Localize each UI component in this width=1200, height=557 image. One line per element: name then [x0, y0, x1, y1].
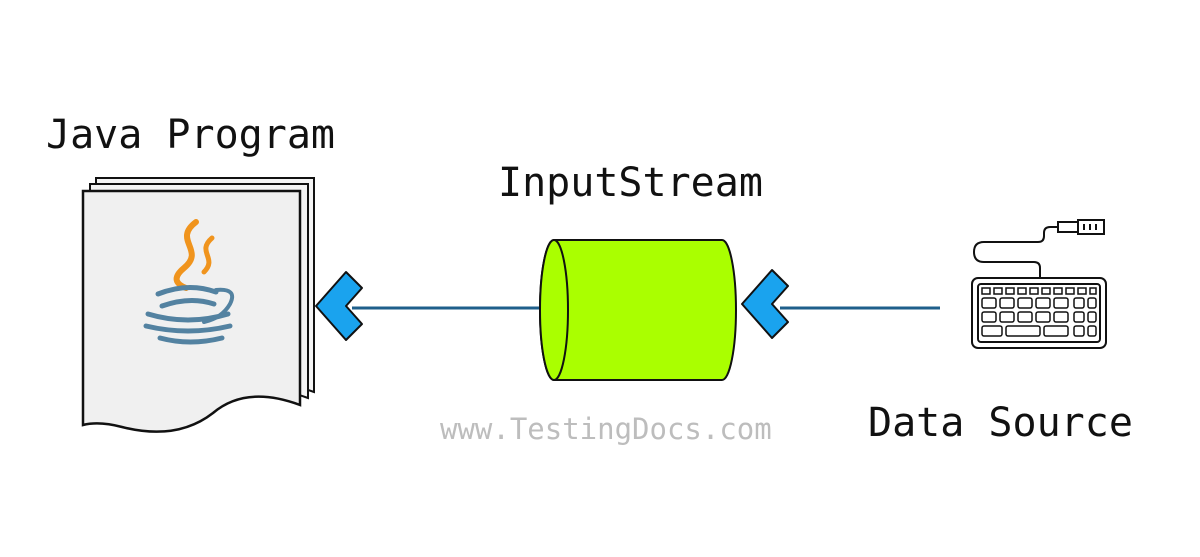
chevron-left-arrow-icon	[315, 271, 363, 341]
chevron-left-arrow-icon	[741, 269, 789, 339]
data-source-label: Data Source	[868, 400, 1133, 446]
keyboard-icon	[971, 219, 1107, 349]
java-program-label: Java Program	[46, 112, 335, 158]
java-steam-icon	[173, 219, 215, 291]
cylinder-icon	[539, 239, 737, 381]
java-cup-icon	[143, 285, 235, 345]
input-stream-label: InputStream	[498, 160, 763, 206]
watermark-text: www.TestingDocs.com	[440, 412, 772, 446]
java-document-icon	[81, 177, 315, 433]
